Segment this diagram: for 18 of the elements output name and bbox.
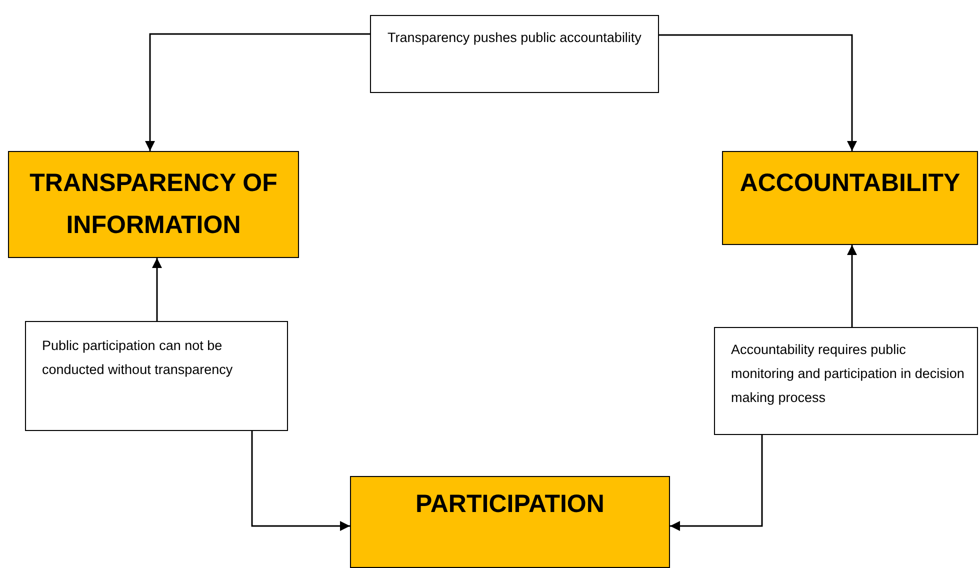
note-text: Public participation can not be conducted without transparency	[42, 337, 234, 379]
arrow	[152, 258, 162, 321]
concept-box	[722, 151, 978, 245]
note-text: Accountability requires public monitoring and participation in decision making process	[731, 341, 966, 407]
note-box	[714, 327, 978, 435]
note-box	[25, 321, 288, 431]
arrow	[670, 435, 763, 531]
arrow	[251, 431, 350, 531]
note-box	[370, 15, 659, 93]
arrow	[659, 34, 857, 151]
concept-title: PARTICIPATION	[414, 489, 606, 520]
arrow	[145, 33, 370, 151]
concept-title: ACCOUNTABILITY	[738, 168, 962, 199]
note-text: Transparency pushes public accountability	[386, 29, 642, 47]
concept-box	[350, 476, 670, 568]
concept-title: TRANSPARENCY OF INFORMATION	[28, 168, 278, 241]
concept-box	[8, 151, 299, 258]
arrow	[847, 245, 857, 327]
